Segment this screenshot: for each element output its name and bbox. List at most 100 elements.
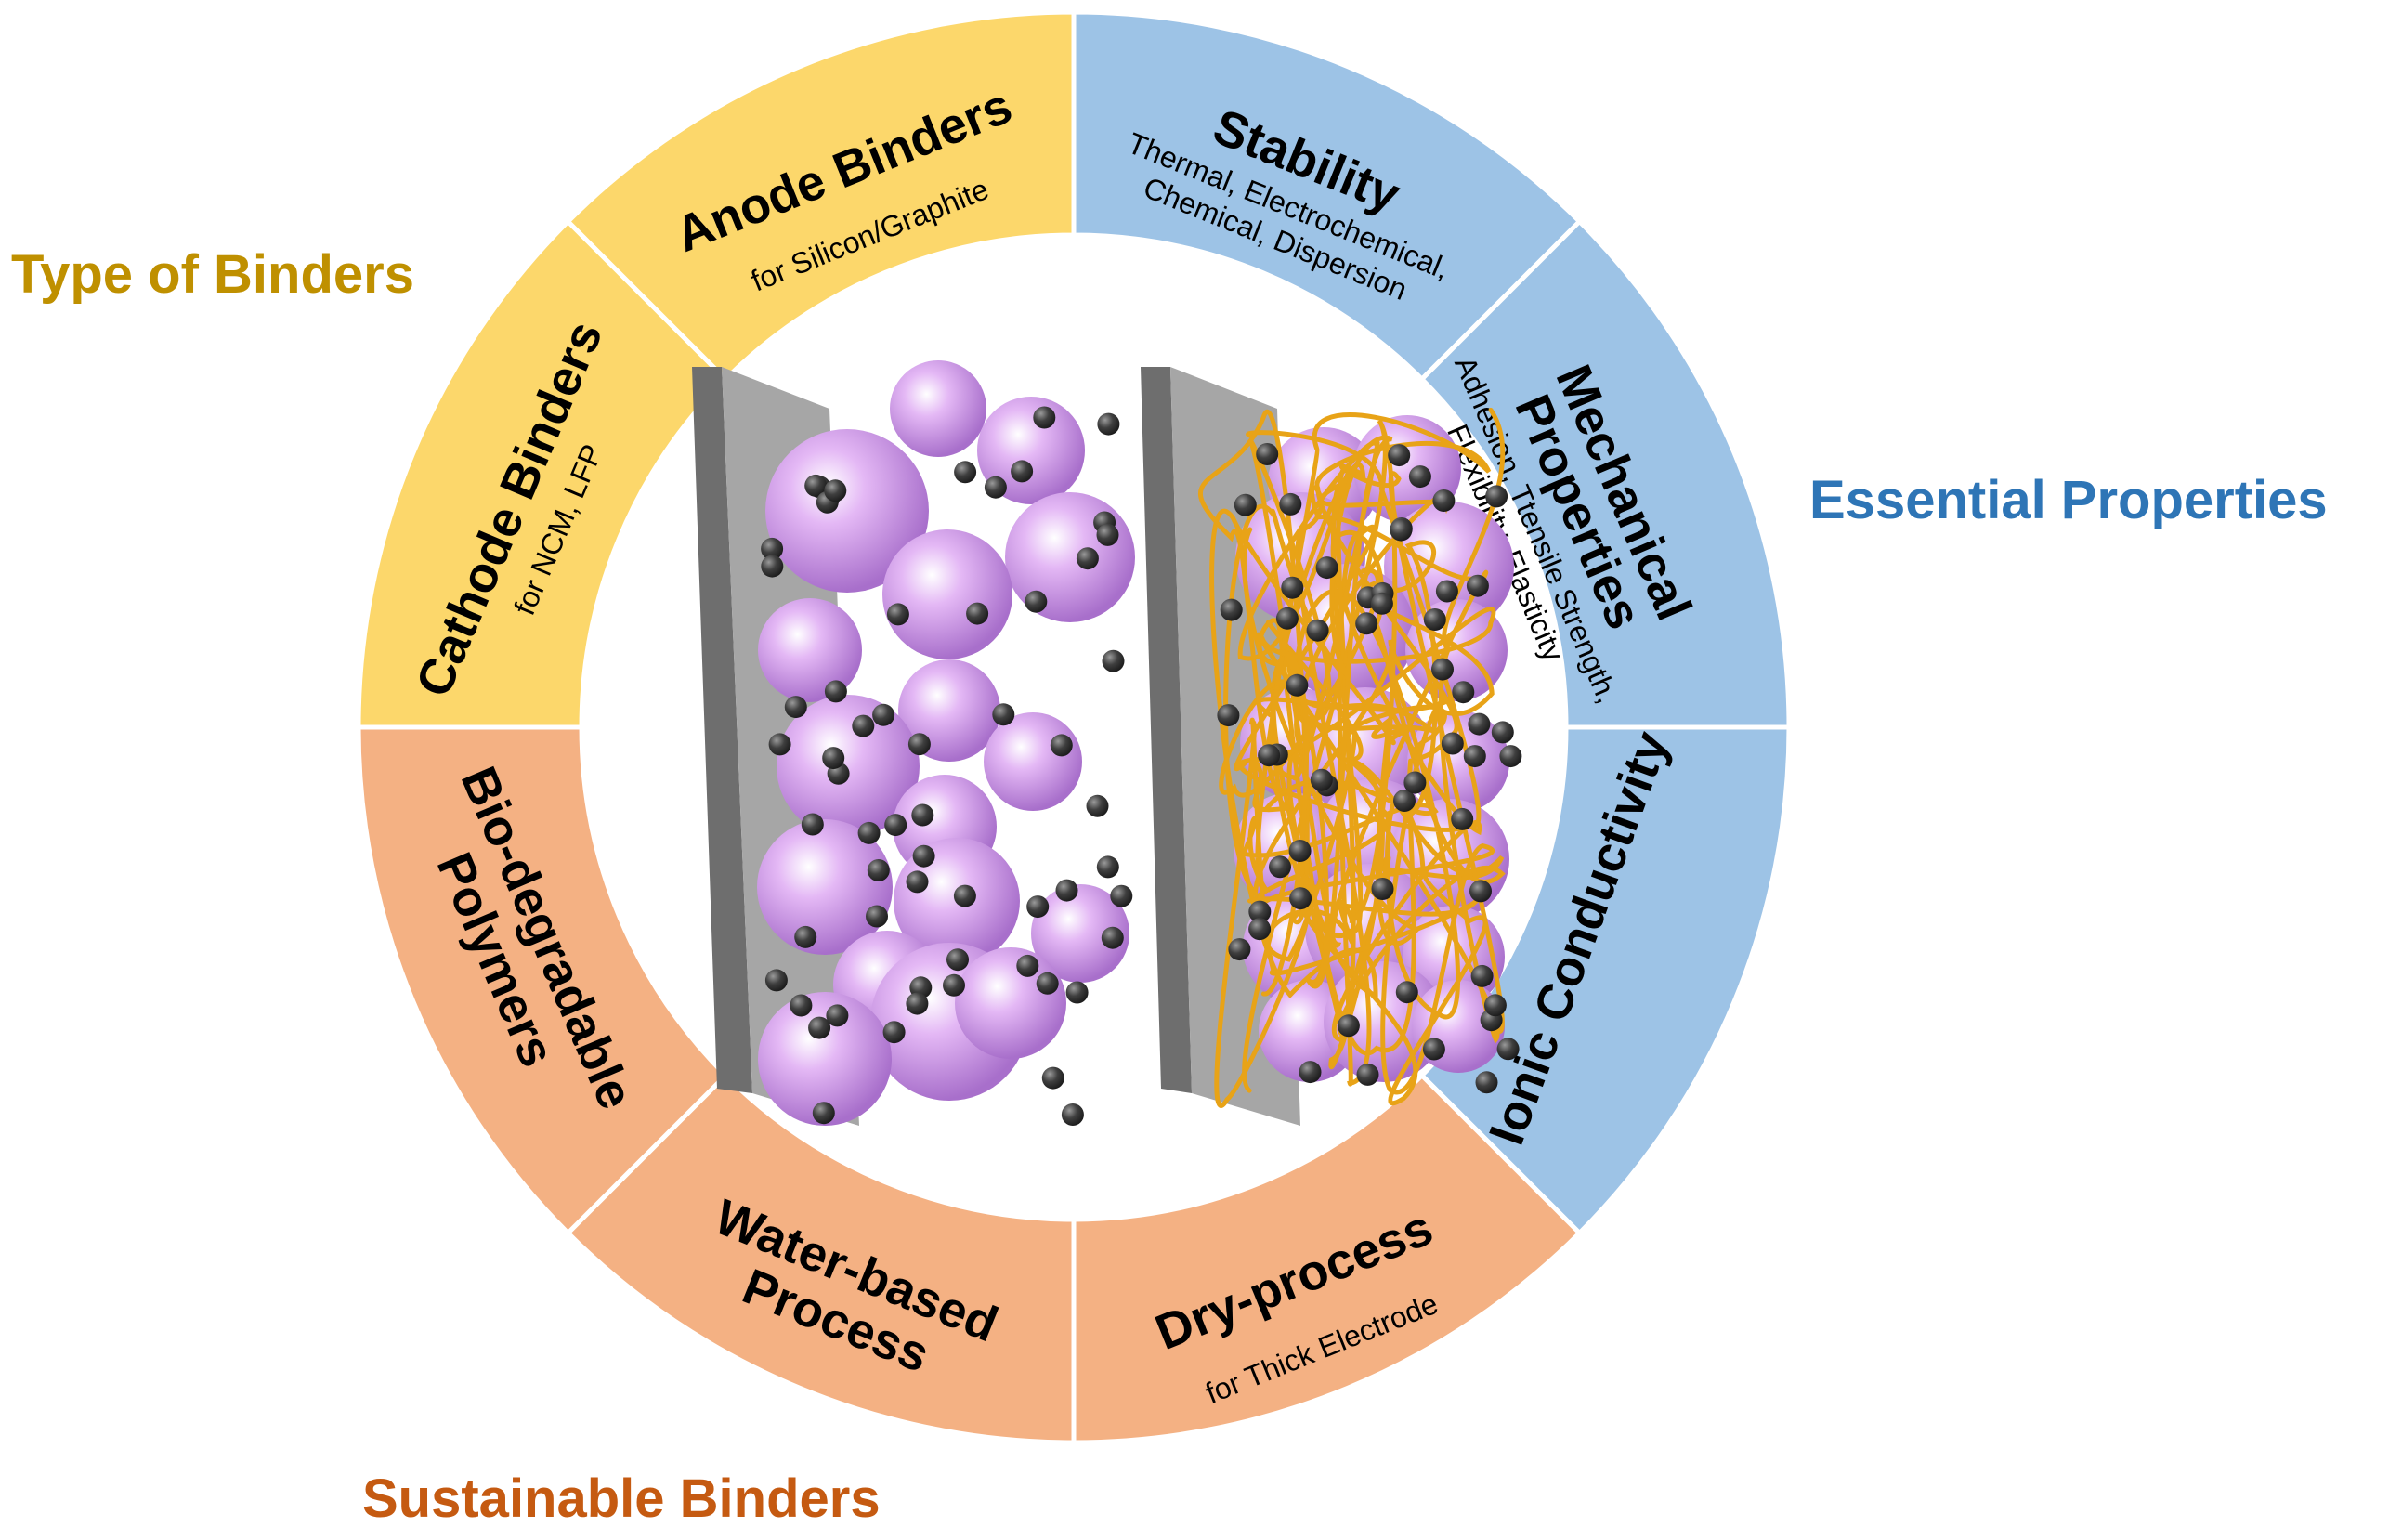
carbon-particle: [857, 821, 881, 844]
carbon-particle: [946, 948, 969, 972]
carbon-particle: [1288, 840, 1312, 862]
carbon-particle: [1422, 1038, 1445, 1061]
binder-strand: [1223, 435, 1495, 1106]
carbon-particle: [790, 994, 813, 1017]
carbon-particle: [1096, 855, 1119, 879]
carbon-particle: [824, 680, 847, 703]
carbon-particle: [812, 1102, 835, 1125]
carbon-particle: [906, 870, 929, 894]
carbon-particle: [1041, 1066, 1064, 1090]
carbon-particle: [1315, 556, 1338, 580]
carbon-particle: [1356, 1063, 1379, 1086]
carbon-particle: [1451, 807, 1474, 830]
carbon-particle: [886, 603, 909, 626]
carbon-particle: [1390, 518, 1413, 542]
carbon-particle: [1076, 547, 1099, 570]
carbon-particle: [906, 992, 929, 1015]
carbon-particle: [794, 925, 817, 948]
carbon-particle: [1061, 1103, 1084, 1126]
active-particle: [777, 695, 920, 838]
carbon-particle: [907, 733, 931, 756]
carbon-additives-right: [1217, 443, 1522, 1094]
carbon-particle: [768, 733, 791, 756]
carbon-particle: [764, 969, 788, 992]
carbon-particle: [867, 859, 890, 881]
carbon-particle: [1217, 704, 1240, 727]
carbon-particle: [1388, 444, 1411, 467]
carbon-particle: [1281, 576, 1304, 599]
carbon-particle: [1499, 745, 1522, 768]
segment-water-based: [564, 1072, 1077, 1445]
active-particle: [984, 712, 1082, 811]
carbon-particle: [1248, 918, 1272, 941]
carbon-particle: [1289, 887, 1312, 910]
carbon-particle: [761, 555, 784, 578]
carbon-particle: [1279, 492, 1302, 516]
carbon-particle: [1248, 900, 1272, 923]
carbon-particle: [826, 1004, 849, 1027]
carbon-particle: [1485, 485, 1508, 508]
carbon-particle: [1036, 972, 1059, 995]
segment-stability: [1071, 9, 1584, 383]
carbon-particle: [1065, 981, 1089, 1004]
binder-network: [1197, 407, 1506, 1108]
carbon-particle: [1033, 406, 1056, 429]
carbon-particle: [1371, 878, 1394, 900]
active-particles-left: [757, 360, 1135, 1126]
active-particle: [1031, 884, 1129, 983]
carbon-particle: [943, 973, 965, 997]
active-particle: [977, 397, 1085, 504]
carbon-particle: [1463, 745, 1486, 768]
carbon-particle: [1466, 574, 1489, 597]
carbon-particle: [1355, 612, 1378, 635]
carbon-particle: [852, 714, 875, 737]
binder-strand: [1240, 412, 1492, 1093]
carbon-particle: [1306, 619, 1329, 642]
segment-ionic-conductivity: [1418, 724, 1792, 1237]
carbon-particle: [1220, 598, 1243, 621]
carbon-particle: [872, 703, 895, 726]
active-particle: [1005, 492, 1135, 622]
carbon-particle: [1435, 580, 1458, 603]
carbon-particle: [1395, 981, 1418, 1004]
carbon-particle: [1431, 658, 1454, 681]
active-particle: [758, 992, 892, 1126]
carbon-particle: [1483, 994, 1507, 1017]
carbon-particle: [804, 474, 828, 497]
carbon-particle: [824, 479, 847, 502]
carbon-particle: [1096, 523, 1119, 546]
carbon-particle: [1393, 790, 1416, 812]
carbon-particle: [954, 461, 977, 484]
active-particle: [890, 360, 986, 457]
carbon-particle: [912, 844, 935, 868]
sustainable-binders-label: Sustainable Binders: [362, 1468, 881, 1529]
carbon-particle: [1468, 712, 1491, 736]
active-particle: [765, 429, 929, 593]
carbon-particle: [1496, 1038, 1520, 1061]
carbon-particle: [1016, 954, 1039, 977]
carbon-particle: [1408, 465, 1431, 489]
carbon-particle: [1097, 412, 1120, 436]
carbon-particle: [1102, 649, 1125, 672]
carbon-particle: [1256, 443, 1279, 465]
type-of-binders-label: Type of Binders: [11, 244, 414, 305]
carbon-particle: [1228, 938, 1251, 961]
carbon-particle: [1234, 493, 1257, 516]
electrode-illustration-left: [692, 360, 1135, 1126]
carbon-particle: [1441, 732, 1464, 755]
carbon-particle: [761, 537, 784, 560]
carbon-particle: [1432, 489, 1456, 512]
carbon-particle: [1423, 608, 1446, 631]
carbon-particle: [1055, 879, 1078, 902]
carbon-particle: [966, 602, 989, 625]
carbon-particle: [884, 814, 907, 837]
carbon-particle: [1101, 926, 1124, 949]
carbon-particle: [1011, 460, 1034, 483]
carbon-particle: [1470, 964, 1494, 987]
carbon-particle: [1475, 1071, 1498, 1094]
carbon-particle: [1491, 721, 1514, 744]
carbon-particle: [1050, 734, 1073, 757]
segment-dry-process: [1071, 1072, 1584, 1445]
carbon-particle: [1025, 590, 1048, 613]
carbon-particle: [1403, 771, 1427, 794]
